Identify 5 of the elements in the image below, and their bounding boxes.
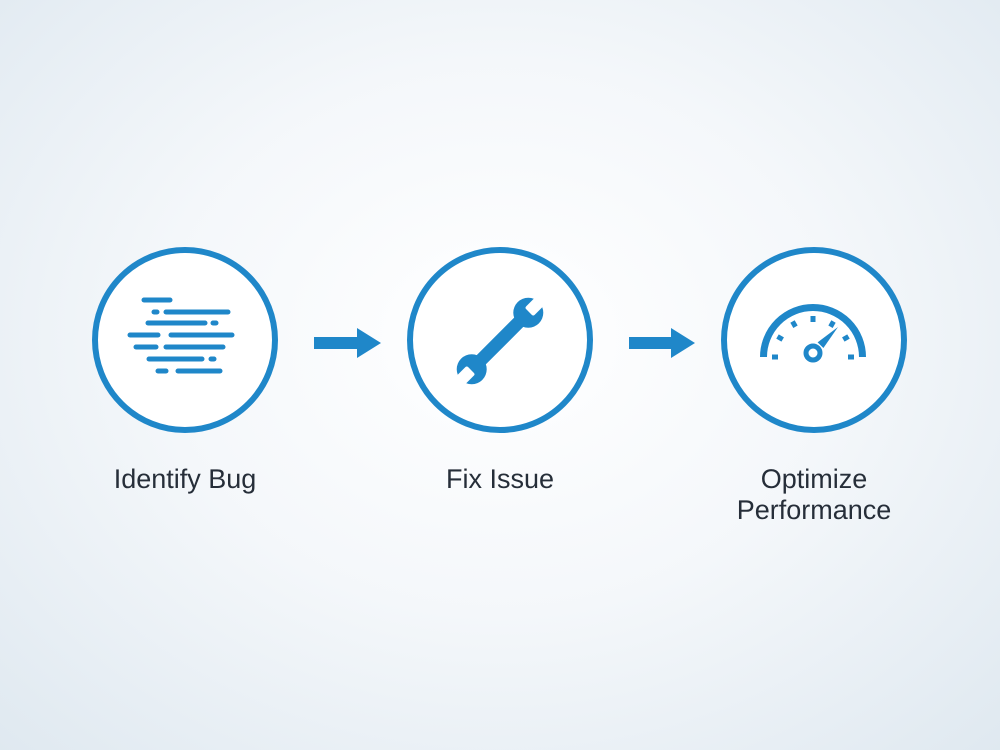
arrow — [314, 328, 381, 358]
step-label: Fix Issue — [446, 464, 554, 495]
arrow — [629, 328, 695, 358]
step-label: Optimize Performance — [736, 464, 892, 526]
step-label: Identify Bug — [114, 464, 256, 495]
